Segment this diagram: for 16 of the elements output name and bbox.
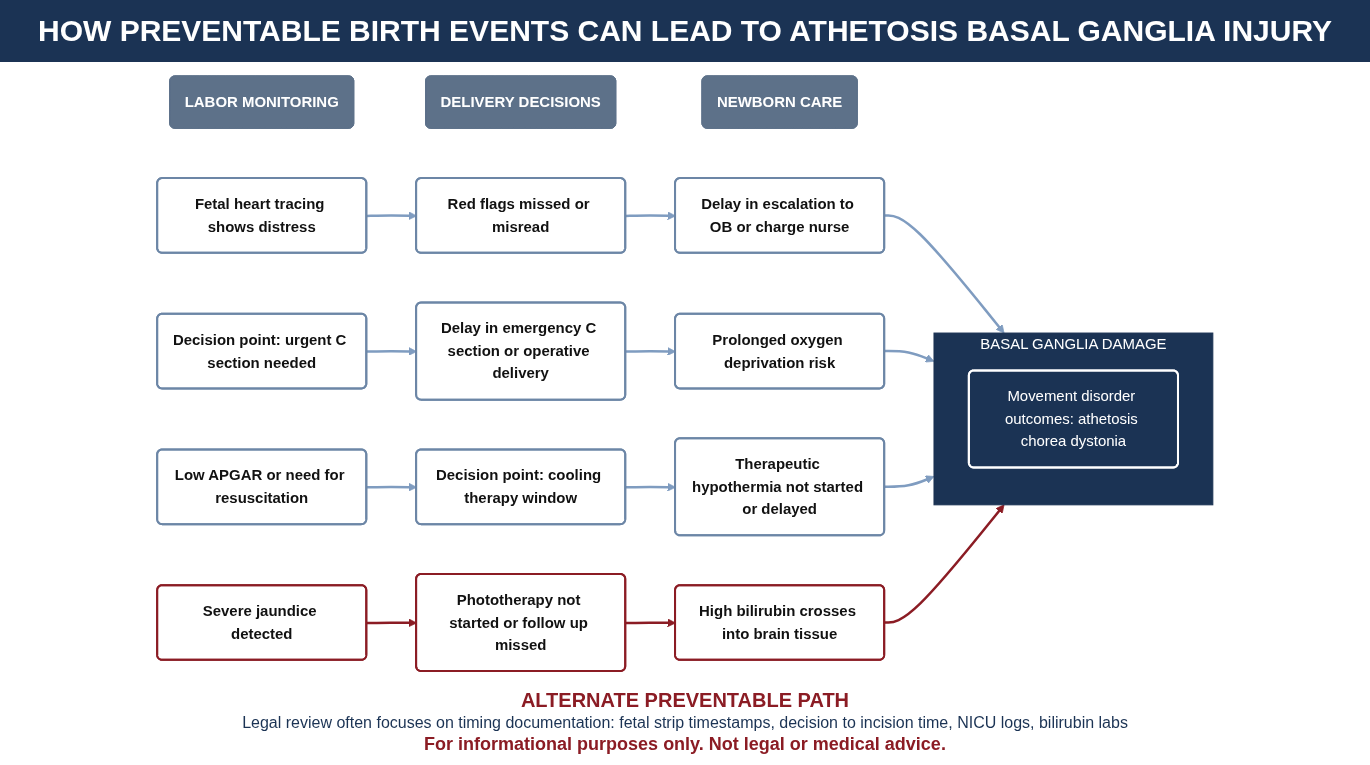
- arrow: [366, 482, 417, 492]
- disclaimer: For informational purposes only. Not legal or medical advice.: [423, 734, 947, 755]
- arrow: [625, 618, 676, 628]
- arrow: [884, 475, 935, 489]
- arrow: [625, 211, 676, 221]
- arrow: [366, 347, 417, 356]
- arrow: [625, 482, 676, 492]
- footnote: Legal review often focuses on timing documentation: fetal strip timestamps, decision to incision time, NICU logs, bilirubin labs: [241, 714, 1129, 732]
- title-banner: HOW PREVENTABLE BIRTH EVENTS CAN LEAD TO ATHETOSIS BASAL GANGLIA INJURY: [0, 0, 1370, 62]
- arrow: [366, 211, 417, 221]
- arrow: [366, 618, 417, 628]
- arrow: [625, 347, 676, 356]
- arrow: [884, 349, 935, 363]
- arrow: [884, 214, 1005, 334]
- section-heading: ALTERNATE PREVENTABLE PATH: [519, 689, 851, 712]
- arrow: [884, 504, 1005, 624]
